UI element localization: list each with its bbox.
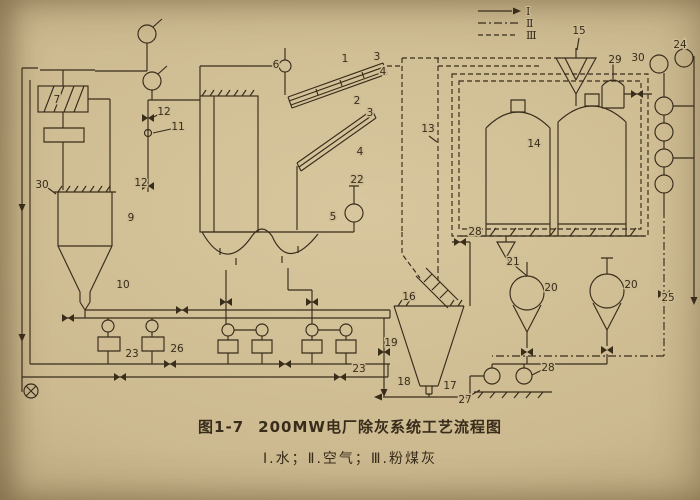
float-valve-6 xyxy=(278,48,292,95)
drain-symbol xyxy=(23,383,39,399)
part-number-label: 7 xyxy=(54,94,61,106)
legend-item-air: Ⅱ xyxy=(526,17,533,30)
circulation-pump xyxy=(344,203,364,223)
part-number-label: 23 xyxy=(125,348,138,360)
figure-title: 200MW电厂除灰系统工艺流程图 xyxy=(258,418,502,436)
valve-icon xyxy=(334,373,346,381)
ash-silo-left xyxy=(47,185,116,318)
part-number-label: 19 xyxy=(384,337,397,349)
part-number-label: 26 xyxy=(170,343,184,355)
drain-valve-stack xyxy=(137,99,200,192)
valve-icon xyxy=(176,306,188,314)
figure-number: 图1-7 xyxy=(198,418,245,436)
flush-tank xyxy=(199,65,279,233)
part-number-label: 22 xyxy=(350,174,363,186)
part-number-label: 5 xyxy=(330,211,337,223)
ash-sluice-pumps xyxy=(465,363,607,399)
part-number-label: 1 xyxy=(342,53,349,65)
dredge-pump-sets xyxy=(114,323,357,381)
fan-instruments xyxy=(95,18,168,100)
ash-storage-silos xyxy=(460,93,644,237)
slurry-pumps-left xyxy=(62,306,188,364)
part-number-label: 23 xyxy=(352,363,365,375)
valve-icon xyxy=(279,360,291,368)
part-number-label: 10 xyxy=(116,279,129,291)
part-number-label: 13 xyxy=(421,123,434,135)
pressure-ash-vessels xyxy=(496,236,625,364)
boiler-grate-lower xyxy=(296,109,377,230)
ash-chute xyxy=(415,267,459,309)
flue-ash-duct xyxy=(401,57,556,282)
part-number-label: 18 xyxy=(397,376,410,388)
part-number-label: 20 xyxy=(624,279,637,291)
part-number-label: 28 xyxy=(468,226,481,238)
part-number-label: 24 xyxy=(673,39,687,51)
part-number-label: 12 xyxy=(157,106,170,118)
part-number-label: 12 xyxy=(134,177,147,189)
part-number-label: 21 xyxy=(506,256,519,268)
part-number-label: 6 xyxy=(273,59,280,71)
part-number-label: 14 xyxy=(527,138,541,150)
part-number-label: 11 xyxy=(171,121,184,133)
part-number-label: 9 xyxy=(128,212,135,224)
valve-icon xyxy=(164,360,176,368)
valve-icon xyxy=(631,90,643,98)
part-number-label: 29 xyxy=(608,54,621,66)
valve-icon xyxy=(62,314,74,322)
part-number-label: 25 xyxy=(661,292,674,304)
dewatering-troughs xyxy=(201,185,364,324)
left-riser-pipes xyxy=(18,67,39,399)
part-number-label: 30 xyxy=(35,179,48,191)
part-number-label: 4 xyxy=(357,146,364,158)
legend-arrow-icon xyxy=(513,7,521,15)
drain-line-19 xyxy=(378,318,390,397)
bottom-main-pipes xyxy=(22,309,391,378)
legend-caption: Ⅰ.水；Ⅱ.空气；Ⅲ.粉煤灰 xyxy=(262,451,438,467)
part-number-label: 30 xyxy=(631,52,644,64)
figure-caption: 图1-7 200MW电厂除灰系统工艺流程图 xyxy=(0,416,700,437)
part-number-label: 2 xyxy=(354,95,361,107)
flow-diagram: Ⅰ Ⅱ Ⅲ xyxy=(18,4,698,408)
ash-hopper-lower xyxy=(374,299,470,401)
legend-item-ash: Ⅲ xyxy=(526,29,537,42)
legend: Ⅰ Ⅱ Ⅲ xyxy=(478,4,538,43)
valve-icon xyxy=(454,238,466,246)
boiler-grate-upper xyxy=(287,62,402,109)
part-number-label: 20 xyxy=(544,282,557,294)
valve-icon xyxy=(601,346,613,354)
discharge-valve-28 xyxy=(452,238,471,306)
part-number-label: 15 xyxy=(572,25,585,37)
part-number-label: 28 xyxy=(541,362,554,374)
part-number-label: 17 xyxy=(443,380,456,392)
part-number-label: 16 xyxy=(402,291,416,303)
compressor-units xyxy=(492,48,698,357)
legend-item-water: Ⅰ xyxy=(526,5,530,18)
overflow-box xyxy=(37,69,111,192)
part-number-label: 27 xyxy=(458,394,471,406)
surge-tank xyxy=(601,64,652,109)
part-number-label: 4 xyxy=(380,66,387,78)
valve-icon xyxy=(114,373,126,381)
cyclone-distributor xyxy=(555,37,597,106)
part-number-label: 3 xyxy=(367,107,374,119)
valve-icon xyxy=(521,348,533,356)
part-number-label: 3 xyxy=(374,51,381,63)
